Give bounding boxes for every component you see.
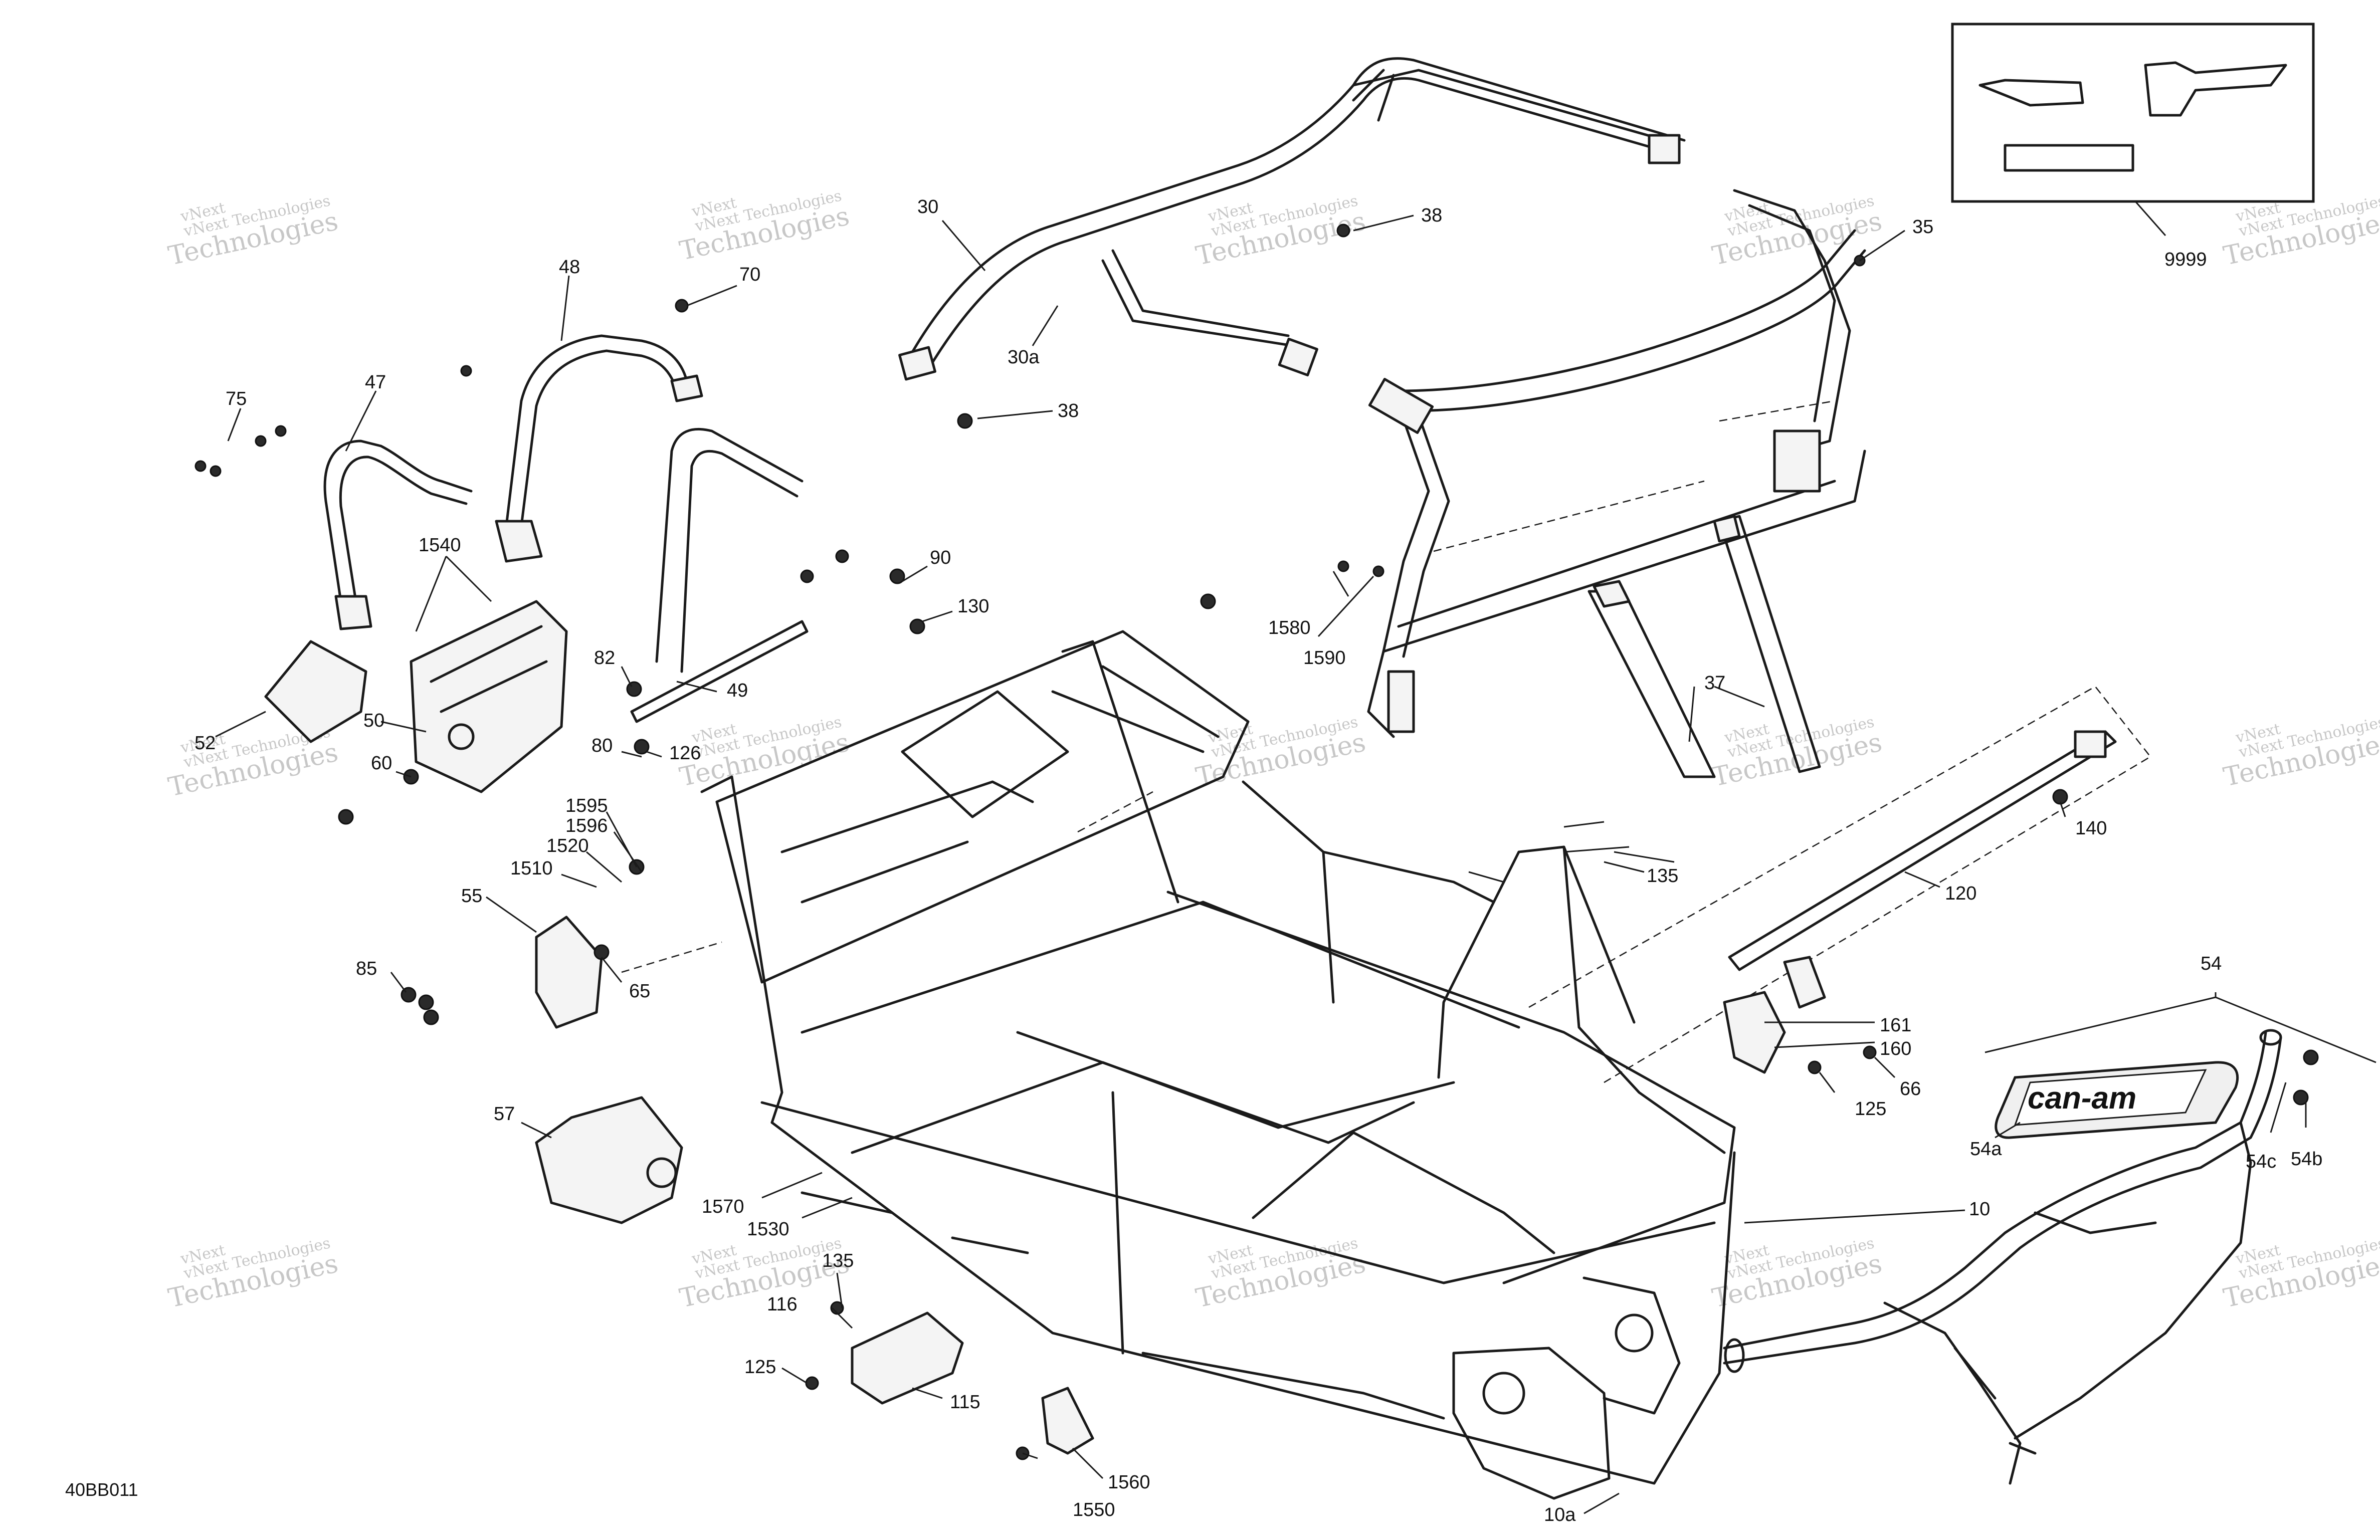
callout-35: 35 xyxy=(1912,216,1933,238)
callout-140: 140 xyxy=(2075,818,2107,839)
callout-57: 57 xyxy=(494,1104,515,1125)
callout-125-left: 125 xyxy=(744,1357,776,1378)
callout-116: 116 xyxy=(767,1294,798,1315)
callout-82: 82 xyxy=(594,647,615,669)
callout-54a: 54a xyxy=(1970,1139,2002,1160)
part-54-front-bumper xyxy=(1723,992,2376,1485)
watermark: vNext vNext Technologies Technologies xyxy=(1194,713,1368,792)
callout-10: 10 xyxy=(1969,1199,1990,1220)
callout-1520: 1520 xyxy=(546,835,589,856)
callout-50: 50 xyxy=(363,710,384,731)
part-10a-front-knuckle-area xyxy=(1452,1276,1681,1500)
part-115-bracket xyxy=(851,1311,964,1405)
callout-70: 70 xyxy=(739,264,760,285)
callout-48: 48 xyxy=(559,257,580,278)
callout-1596: 1596 xyxy=(565,815,608,836)
callout-47: 47 xyxy=(365,372,386,393)
part-35-rear-cage xyxy=(1367,189,1866,738)
callout-10a: 10a xyxy=(1544,1504,1576,1525)
decal-kit-inset: 9999 xyxy=(1951,23,2315,270)
callout-75: 75 xyxy=(226,388,247,409)
callout-85: 85 xyxy=(356,958,377,979)
callout-135-top: 135 xyxy=(1647,865,1678,887)
callout-1570: 1570 xyxy=(702,1196,744,1217)
watermark: vNext vNext Technologies Technologies xyxy=(1194,1234,1368,1313)
callout-37: 37 xyxy=(1704,673,1725,694)
callout-135-bottom: 135 xyxy=(822,1250,854,1271)
callout-125-right: 125 xyxy=(1855,1098,1886,1120)
part-49-bar xyxy=(630,427,809,723)
callout-66: 66 xyxy=(1900,1078,1921,1099)
part-30-front-cage xyxy=(898,57,1686,381)
watermark: vNext vNext Technologies Technologies xyxy=(2221,713,2380,792)
callout-leaders xyxy=(215,214,2307,1514)
part-52-bracket xyxy=(264,640,367,743)
callout-1590: 1590 xyxy=(1303,647,1346,669)
callout-9999: 9999 xyxy=(2164,249,2207,270)
hardware xyxy=(194,224,2319,1460)
part-10-main-frame xyxy=(621,630,1736,1485)
callout-30a: 30a xyxy=(1008,347,1040,368)
callout-49: 49 xyxy=(727,680,748,701)
callout-54: 54 xyxy=(2201,953,2222,974)
part-50-bracket xyxy=(410,600,568,793)
callout-120: 120 xyxy=(1945,883,1976,904)
part-57-bracket xyxy=(535,1096,683,1224)
watermark: vNext vNext Technologies Technologies xyxy=(166,192,341,271)
part-120-side-bar xyxy=(1528,686,2151,1083)
logo-text: can-am xyxy=(2028,1081,2136,1116)
callout-1560: 1560 xyxy=(1108,1472,1150,1493)
part-37-tubes xyxy=(1588,515,1821,778)
callout-1540: 1540 xyxy=(419,535,461,556)
callout-54b: 54b xyxy=(2291,1149,2322,1170)
part-47-grab-handle xyxy=(323,439,473,630)
document-id: 40BB011 xyxy=(65,1479,138,1500)
callout-1510: 1510 xyxy=(510,858,553,879)
watermark: vNext vNext Technologies Technologies xyxy=(1710,1234,1885,1313)
callout-labels: 30 30a 38 38 35 48 70 47 75 1540 90 130 … xyxy=(194,196,2322,1525)
watermark: vNext vNext Technologies Technologies xyxy=(1194,192,1368,271)
callout-161: 161 xyxy=(1880,1015,1911,1036)
callout-115: 115 xyxy=(950,1392,980,1413)
callout-38-top: 38 xyxy=(1421,205,1442,226)
part-55-bracket xyxy=(535,916,603,1029)
callout-1530: 1530 xyxy=(747,1219,789,1240)
callout-1595: 1595 xyxy=(565,795,608,816)
callout-126: 126 xyxy=(669,743,701,764)
can-am-logo-decal: can-am xyxy=(1995,1061,2239,1139)
callout-30: 30 xyxy=(917,196,938,217)
callout-55: 55 xyxy=(461,886,482,907)
callout-65: 65 xyxy=(629,981,650,1002)
watermark: vNext vNext Technologies Technologies xyxy=(2221,1234,2380,1313)
callout-90: 90 xyxy=(930,547,951,568)
callout-80: 80 xyxy=(591,735,613,756)
part-1560-bracket xyxy=(1041,1387,1094,1455)
watermark: vNext vNext Technologies Technologies xyxy=(166,1234,341,1313)
callout-130: 130 xyxy=(957,596,989,617)
part-48-grab-handle xyxy=(495,334,703,563)
callout-1580: 1580 xyxy=(1268,617,1311,638)
watermark: vNext vNext Technologies Technologies xyxy=(1710,713,1885,792)
callout-1550: 1550 xyxy=(1073,1499,1115,1520)
callout-54c: 54c xyxy=(2246,1151,2276,1172)
callout-52: 52 xyxy=(194,733,216,754)
callout-160: 160 xyxy=(1880,1038,1911,1059)
callout-38-bottom: 38 xyxy=(1058,400,1079,421)
callout-60: 60 xyxy=(371,753,392,774)
part-160-bracket xyxy=(1723,956,1826,1074)
watermark: vNext vNext Technologies Technologies xyxy=(677,187,852,266)
